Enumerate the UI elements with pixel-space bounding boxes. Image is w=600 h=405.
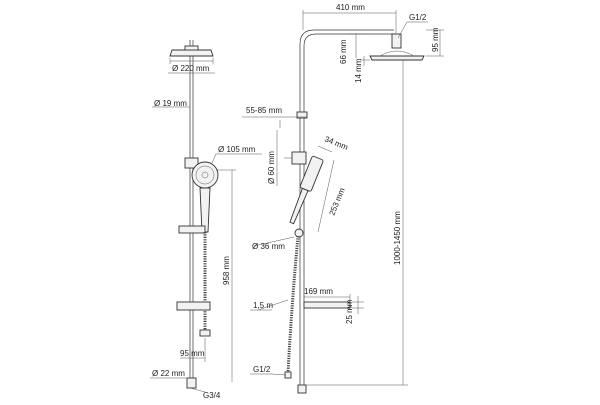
- side-view: 410 mm G1/2 95 mm 66 mm 14 mm 55-85 mm: [242, 3, 444, 394]
- rain-head-connector-side: [391, 33, 402, 49]
- label-w95: 95 mm: [180, 349, 205, 358]
- label-h66: 66 mm: [339, 39, 348, 64]
- label-g34: G3/4: [203, 391, 221, 400]
- hand-shower-side: [289, 155, 324, 225]
- bottom-fitting-side: [297, 384, 307, 394]
- label-r55-85: 55-85 mm: [246, 106, 282, 115]
- side-rail-arm-edge: [303, 33, 394, 385]
- label-d60: Ø 60 mm: [267, 151, 276, 184]
- leader-line-36: [253, 236, 295, 247]
- shelf-side: [303, 301, 351, 309]
- dim-line-34: [317, 145, 333, 153]
- hose-slider: [178, 225, 206, 234]
- leader-line-g34: [189, 387, 206, 393]
- leader-line-g12-bottom: [271, 373, 287, 376]
- label-w169: 169 mm: [304, 287, 333, 296]
- slider-ball: [294, 228, 304, 238]
- label-g12-bottom: G1/2: [253, 365, 271, 374]
- rain-head-dome: [379, 50, 415, 57]
- label-h25: 25 mm: [345, 299, 354, 324]
- label-h958: 958 mm: [222, 256, 231, 285]
- hand-shower-handle-side: [289, 187, 309, 225]
- shelf-front: [176, 301, 211, 311]
- label-h1000-1450: 1000-1450 mm: [393, 211, 402, 265]
- hose-connection: [199, 329, 211, 337]
- label-d22: Ø 22 mm: [152, 369, 185, 378]
- label-h95: 95 mm: [431, 27, 440, 52]
- hand-shower-center: [201, 171, 209, 179]
- rain-shower-head: [169, 49, 214, 57]
- hand-shower-face: [195, 165, 215, 185]
- leader-line-hose: [257, 299, 289, 311]
- rail-joint: [296, 111, 308, 119]
- label-d220: Ø 220 mm: [172, 64, 210, 73]
- hose-side: [286, 235, 300, 373]
- front-view: Ø 220 mm Ø 19 mm Ø 105 mm 958 mm 95 mm: [150, 40, 262, 400]
- hand-shower-holder: [184, 157, 199, 169]
- label-l253: 253 mm: [328, 186, 347, 216]
- dim-line-253: [317, 159, 335, 233]
- label-hose: 1,5 m: [253, 301, 273, 310]
- side-rail-arm: [299, 29, 394, 385]
- hand-shower-handle: [199, 187, 211, 233]
- label-w34: 34 mm: [323, 135, 349, 153]
- label-w410: 410 mm: [336, 3, 365, 12]
- label-d36: Ø 36 mm: [252, 242, 285, 251]
- hand-holder-side: [291, 151, 307, 165]
- bottom-fitting: [186, 377, 197, 389]
- shower-head-connector: [184, 45, 199, 51]
- label-d19: Ø 19 mm: [154, 99, 187, 108]
- leader-line-105-tip: [211, 153, 217, 164]
- leader-line-g12-top: [397, 21, 408, 39]
- label-d105: Ø 105 mm: [218, 145, 256, 154]
- label-g12-top: G1/2: [409, 13, 427, 22]
- label-h14: 14 mm: [354, 58, 363, 83]
- rain-shower-head-side: [369, 55, 425, 61]
